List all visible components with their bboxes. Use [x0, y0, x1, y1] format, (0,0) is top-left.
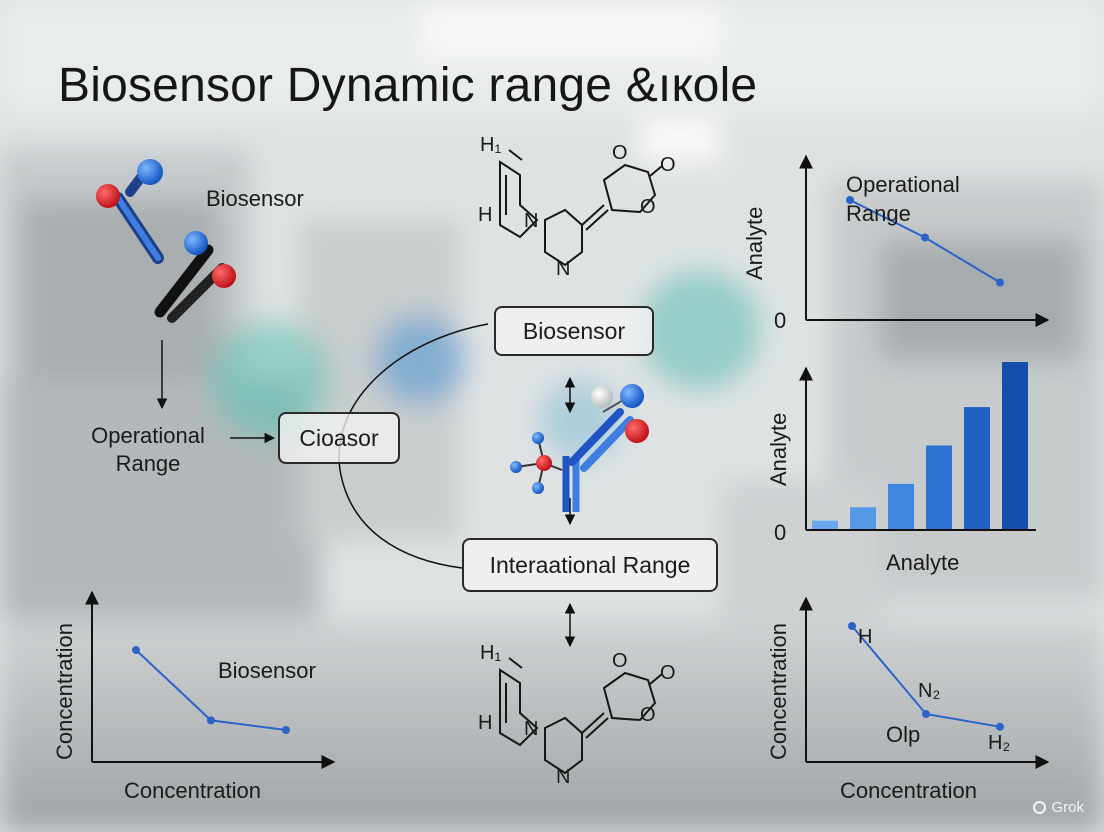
atom-label: H: [478, 204, 493, 226]
international-range-box: Interaational Range: [462, 538, 718, 592]
data-point: [921, 233, 929, 242]
data-point: [848, 622, 856, 630]
atom-label: O: [640, 196, 656, 218]
bar: [1002, 362, 1028, 529]
bar: [850, 507, 876, 529]
atom-label: N: [556, 766, 571, 788]
atom-label: O: [612, 650, 628, 672]
data-point: [996, 722, 1004, 731]
atom-label: O: [660, 662, 676, 684]
atom-label: O: [640, 704, 656, 726]
atom-label: H₁: [480, 134, 502, 156]
antibody-icon: [154, 231, 236, 323]
atom-label: N: [524, 718, 539, 740]
biosensor-box: Biosensor: [494, 306, 654, 356]
data-point: [846, 196, 854, 204]
chart-concentration-right: [799, 596, 1050, 769]
connector-curve: [338, 323, 489, 569]
atom-label: H₁: [480, 642, 502, 664]
grok-logo-icon: [1033, 801, 1047, 814]
biosensor-label: Biosensor: [206, 186, 304, 211]
bar: [888, 483, 914, 529]
data-point: [996, 278, 1004, 287]
y-axis-label: Analyte: [766, 412, 791, 486]
watermark: Grok: [1033, 799, 1084, 816]
operational-range-label: Operational Range: [91, 423, 205, 476]
antibody-complex-icon: [510, 384, 649, 512]
chart-annotation: H: [858, 626, 873, 648]
atom-label: H: [478, 712, 493, 734]
bar: [926, 445, 952, 529]
molecule-structure-top: [499, 149, 663, 267]
data-point: [922, 710, 930, 718]
x-axis-label: Concentration: [840, 778, 977, 803]
data-point: [132, 646, 140, 654]
watermark-text: Grok: [1051, 799, 1084, 816]
y-axis-label: Analyte: [742, 206, 767, 280]
bar: [812, 520, 838, 529]
page-title: Biosensor Dynamic range &ıкole: [58, 59, 758, 112]
antibody-icon: [96, 159, 164, 264]
x-axis-label: Analyte: [886, 550, 960, 575]
atom-label: N: [556, 258, 571, 280]
chart-annotation: H₂: [988, 732, 1011, 754]
data-point: [207, 716, 215, 725]
y-tick-label: 0: [774, 308, 787, 333]
chart-analyte-bars: [799, 362, 1036, 531]
molecule-structure-bottom: [499, 657, 663, 775]
chart-annotation: Olp: [886, 722, 921, 747]
y-axis-label: Concentration: [766, 623, 791, 760]
y-axis-label: Concentration: [52, 623, 77, 760]
bar: [964, 407, 990, 529]
data-point: [282, 726, 290, 734]
atom-label: O: [660, 154, 676, 176]
cioasor-box: Cioasor: [278, 412, 400, 464]
chart-annotation: N₂: [918, 680, 941, 702]
chart-operational-range: [799, 154, 1050, 327]
atom-label: N: [524, 210, 539, 232]
chart-annotation: Operational Range: [846, 172, 960, 226]
x-axis-label: Concentration: [124, 778, 261, 803]
chart-concentration-left: [85, 590, 336, 769]
atom-label: O: [612, 142, 628, 164]
chart-annotation: Biosensor: [218, 658, 316, 683]
y-tick-label: 0: [774, 520, 787, 545]
